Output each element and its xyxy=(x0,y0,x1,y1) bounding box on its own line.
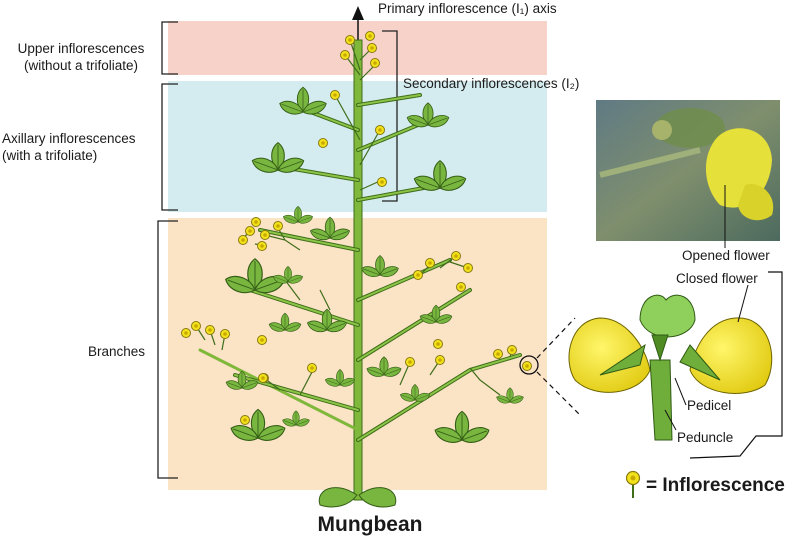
closed-flower-illustration xyxy=(568,294,773,441)
zone-brackets xyxy=(157,21,178,479)
upper-zone-label: Upper inflorescences (without a trifolia… xyxy=(6,40,156,74)
opened-flower-label: Opened flower xyxy=(682,248,770,263)
flower-bracket xyxy=(689,271,783,459)
inflorescence-symbol-icon xyxy=(625,470,641,498)
secondary-bracket xyxy=(382,30,398,202)
closed-flower-label: Closed flower xyxy=(676,271,758,286)
callout-circle xyxy=(519,355,539,375)
callout-dash-top xyxy=(536,317,576,359)
peduncle-leader xyxy=(664,409,677,431)
callout-dash-bottom xyxy=(536,371,581,416)
legend-label: = Inflorescence xyxy=(646,475,785,496)
leaves xyxy=(223,87,524,508)
upper-zone-label-line2: (without a trifoliate) xyxy=(23,58,139,73)
base-leaf xyxy=(318,487,358,508)
axillary-zone-label: Axillary inflorescences (with a trifolia… xyxy=(2,130,136,164)
secondary-label: Secondary inflorescences (I₂) xyxy=(403,76,580,91)
axillary-zone-label-line1: Axillary inflorescences xyxy=(2,131,136,146)
branches-zone-label: Branches xyxy=(88,344,146,359)
opened-flower-photo xyxy=(596,100,780,248)
upper-zone-label-line1: Upper inflorescences xyxy=(17,41,145,56)
closed-flower-leader xyxy=(737,284,749,323)
pedicel-leader xyxy=(674,377,687,406)
pedicel-label: Pedicel xyxy=(687,398,732,413)
primary-axis-label: Primary inflorescence (I₁) axis xyxy=(378,1,557,16)
axillary-zone-label-line2: (with a trifoliate) xyxy=(2,148,98,163)
primary-axis-arrow xyxy=(352,6,364,40)
diagram-title: Mungbean xyxy=(317,513,423,536)
base-leaf xyxy=(358,487,397,508)
main-stem xyxy=(353,39,363,501)
peduncle-label: Peduncle xyxy=(677,430,734,445)
